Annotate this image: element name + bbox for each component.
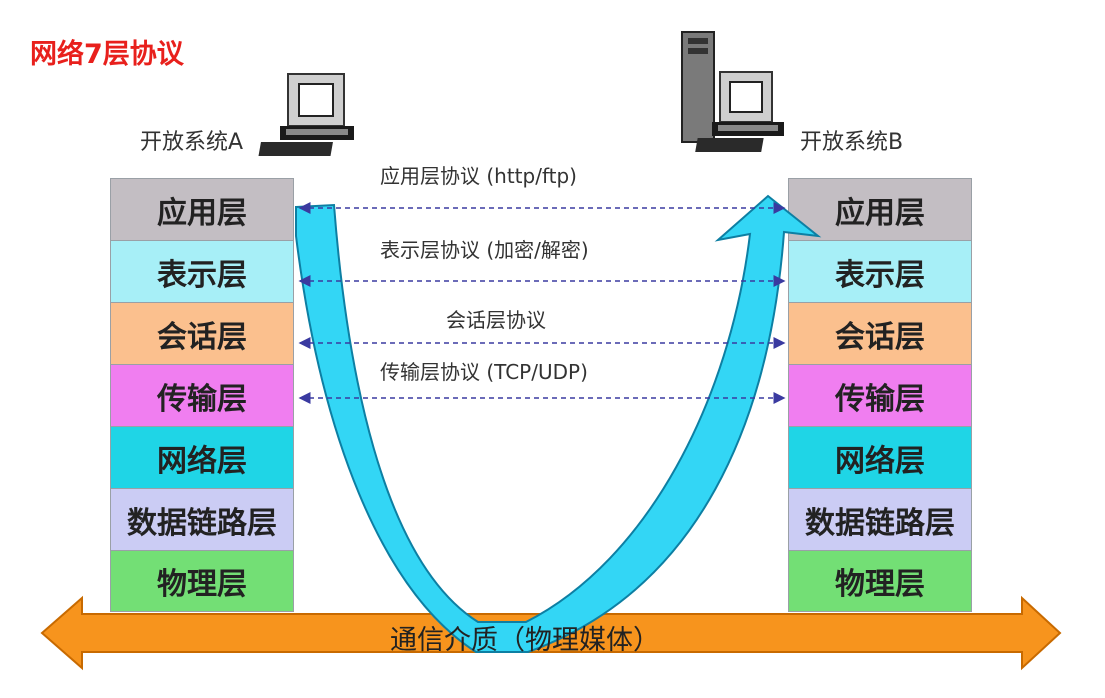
layer-network-a: 网络层: [110, 426, 294, 488]
computer-b-icon: [681, 31, 784, 152]
system-a-layer-stack: 应用层 表示层 会话层 传输层 网络层 数据链路层 物理层: [110, 178, 294, 612]
layer-physical-a: 物理层: [110, 550, 294, 612]
layer-network-b: 网络层: [788, 426, 972, 488]
computer-a-icon: [258, 73, 354, 156]
layer-application-a: 应用层: [110, 178, 294, 240]
layer-transport-b: 传输层: [788, 364, 972, 426]
system-b-label: 开放系统B: [800, 130, 904, 155]
layer-presentation-b: 表示层: [788, 240, 972, 302]
layer-application-b: 应用层: [788, 178, 972, 240]
protocol-label-application: 应用层协议 (http/ftp): [380, 164, 577, 188]
protocol-label-presentation: 表示层协议 (加密/解密): [380, 238, 589, 262]
system-a-label: 开放系统A: [140, 130, 244, 155]
system-b-layer-stack: 应用层 表示层 会话层 传输层 网络层 数据链路层 物理层: [788, 178, 972, 612]
protocol-label-session: 会话层协议: [446, 308, 546, 332]
page-title: 网络7层协议: [30, 39, 184, 70]
medium-label: 通信介质（物理媒体）: [390, 625, 660, 656]
layer-physical-b: 物理层: [788, 550, 972, 612]
layer-session-b: 会话层: [788, 302, 972, 364]
layer-presentation-a: 表示层: [110, 240, 294, 302]
protocol-label-transport: 传输层协议 (TCP/UDP): [380, 360, 588, 384]
layer-session-a: 会话层: [110, 302, 294, 364]
layer-datalink-a: 数据链路层: [110, 488, 294, 550]
layer-datalink-b: 数据链路层: [788, 488, 972, 550]
data-flow-arrow: [295, 194, 822, 653]
layer-transport-a: 传输层: [110, 364, 294, 426]
